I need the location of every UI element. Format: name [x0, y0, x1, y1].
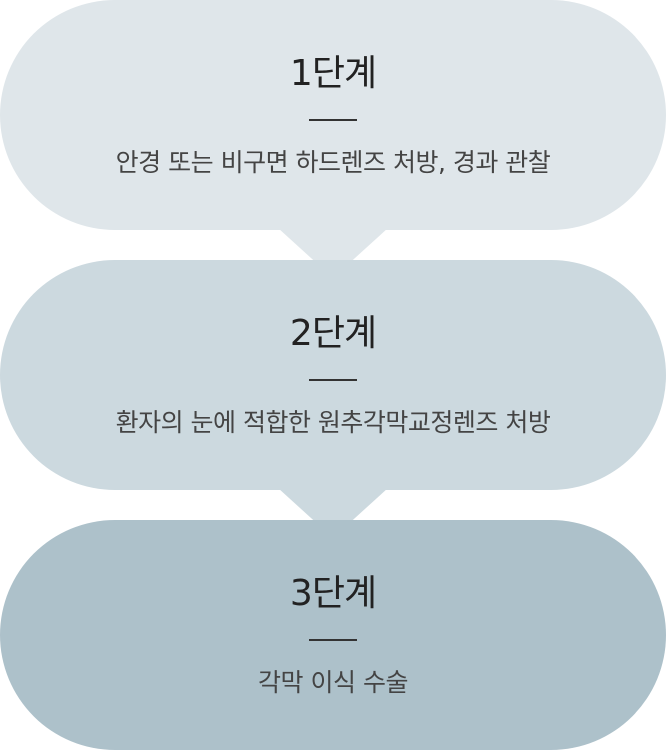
step-2-title: 2단계	[289, 313, 377, 354]
step-3-title: 3단계	[289, 573, 377, 614]
step-1-title: 1단계	[289, 53, 377, 94]
step-3-bubble: 3단계 각막 이식 수술	[0, 520, 666, 750]
step-1-description: 안경 또는 비구면 하드렌즈 처방, 경과 관찰	[115, 148, 551, 177]
step-1-divider	[309, 119, 357, 121]
step-2-description: 환자의 눈에 적합한 원추각막교정렌즈 처방	[115, 408, 551, 437]
step-3-description: 각막 이식 수술	[258, 668, 408, 697]
step-2-divider	[309, 379, 357, 381]
step-3-divider	[309, 639, 357, 641]
step-2-bubble: 2단계 환자의 눈에 적합한 원추각막교정렌즈 처방	[0, 260, 666, 538]
step-1-bubble: 1단계 안경 또는 비구면 하드렌즈 처방, 경과 관찰	[0, 0, 666, 278]
